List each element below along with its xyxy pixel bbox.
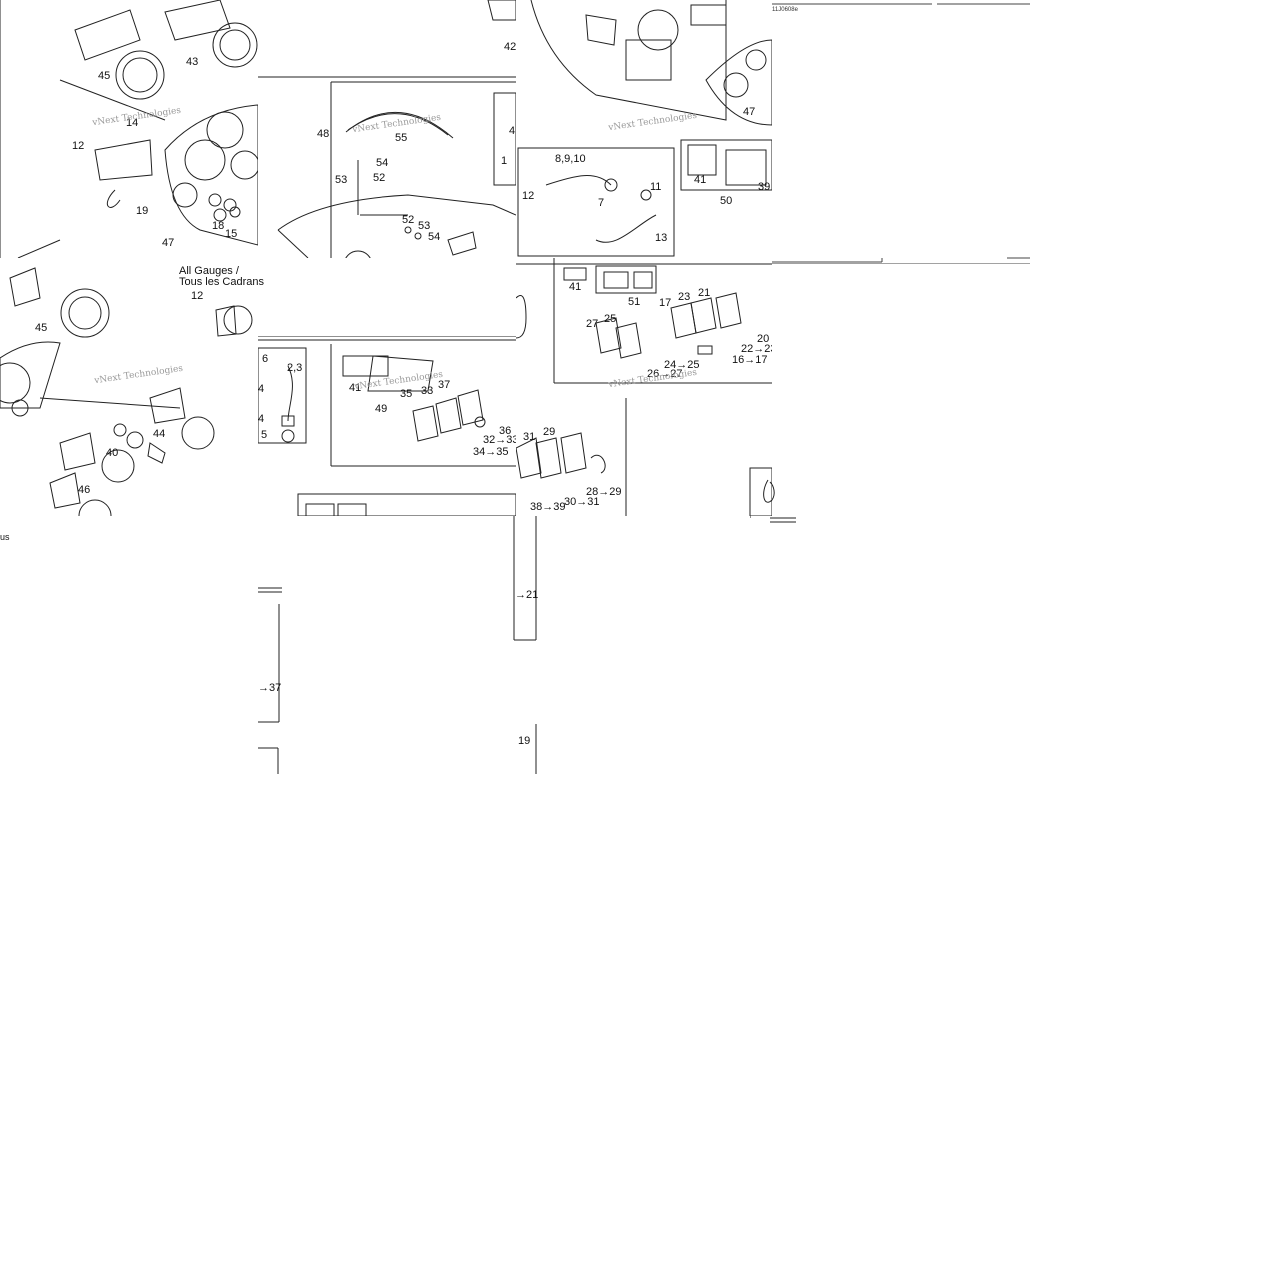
callout-ref: 12 [191, 290, 204, 302]
part-label: 38→39 [530, 501, 566, 513]
part-label: 13 [655, 232, 668, 244]
part-label: 18 [212, 220, 225, 232]
clip-fragment-drawing [750, 468, 796, 523]
lower-fragments-drawing [258, 516, 537, 774]
part-label: 42 [504, 41, 516, 53]
diagram-tile-gauges-left: 45 43 14 12 19 47 18 15 vNext Technologi… [0, 0, 258, 258]
callout-line-2: Tous les Cadrans [179, 276, 264, 288]
part-label: 47 [743, 106, 756, 118]
part-label: 4 [258, 413, 265, 425]
part-label: 15 [225, 228, 238, 240]
part-label: 16→17 [732, 354, 768, 366]
part-label: 5 [261, 429, 268, 441]
diagram-tile-console: 8,9,10 12 7 11 13 47 41 39 50 vNext Tech… [516, 0, 772, 258]
part-label: 53 [418, 220, 431, 232]
part-label: 33 [421, 385, 434, 397]
part-label: 39 [758, 181, 771, 193]
drawing-code: 11J0608e [772, 7, 798, 13]
part-label: 14 [126, 117, 139, 129]
diagram-tile-code-strip: 11J0608e [772, 0, 1030, 264]
part-label: 45 [35, 322, 48, 334]
part-label: 34→35 [473, 446, 509, 458]
part-label: 47 [162, 237, 175, 249]
part-label: 21 [698, 287, 711, 299]
part-label: 2,3 [287, 362, 303, 374]
part-label: 40 [106, 447, 119, 459]
cover-drawing [258, 0, 516, 258]
gauges-mid-drawing [0, 267, 215, 516]
part-label: →37 [258, 682, 282, 694]
part-label: 41 [569, 281, 582, 293]
diagram-tile-gauges-mid: 45 40 44 46 vNext Technologies [0, 258, 258, 516]
part-label: 51 [628, 296, 641, 308]
gauges-drawing [0, 0, 258, 258]
part-label: 19 [136, 205, 149, 217]
switches-center-drawing [258, 336, 516, 516]
part-label: 31 [523, 431, 536, 443]
part-label: 30→31 [564, 496, 600, 508]
part-label: 11 [650, 181, 662, 193]
diagram-tile-switches-right: 41 51 27 25 17 23 21 20 22→23 16→17 24→2… [516, 258, 772, 516]
part-label: 25 [604, 313, 617, 325]
part-label: 24→25 [664, 359, 700, 371]
part-label: 50 [720, 195, 733, 207]
part-label: 46 [78, 484, 91, 496]
part-label: 12 [72, 140, 85, 152]
part-label: →21 [515, 589, 538, 601]
part-label: 1 [501, 155, 508, 167]
part-label: 26→27 [647, 368, 683, 380]
part-label: 12 [522, 190, 535, 202]
part-label: 52 [373, 172, 386, 184]
switches-right-drawing [516, 258, 772, 516]
part-label: 41 [694, 174, 707, 186]
part-label: 52 [402, 214, 415, 226]
part-label: 17 [659, 297, 672, 309]
part-label: 48 [317, 128, 330, 140]
part-label: 28→29 [586, 486, 622, 498]
part-label: 20 [757, 333, 770, 345]
part-label: 53 [335, 174, 348, 186]
part-label: 37 [438, 379, 451, 391]
part-label: 4 [509, 125, 516, 137]
part-label: 43 [186, 56, 199, 68]
part-label: 32→33 [483, 434, 516, 446]
partial-label: us [0, 532, 10, 542]
part-label: 29 [543, 426, 556, 438]
part-label: 45 [98, 70, 111, 82]
part-label: 41 [349, 382, 362, 394]
part-label: 44 [153, 428, 166, 440]
part-label: 27 [586, 318, 599, 330]
part-label: 8,9,10 [555, 153, 586, 165]
diagram-tile-lower-fragments: →21 →37 19 [258, 516, 538, 774]
console-drawing [517, 0, 772, 257]
part-label: 54 [428, 231, 441, 243]
callout-line-1: All Gauges / [179, 265, 239, 277]
part-label: 49 [375, 403, 388, 415]
diagram-tile-cover: 48 55 54 53 52 52 53 54 46 42 1 4 vNext … [258, 0, 516, 258]
part-label: 55 [395, 132, 408, 144]
diagram-tile-switches-center: 6 2,3 4 4 5 41 49 35 33 37 36 32→33 34→3… [258, 336, 516, 516]
code-strip-drawing [772, 3, 1030, 264]
part-label: 22→23 [741, 343, 772, 355]
part-label: 4 [258, 383, 265, 395]
all-gauges-callout: All Gauges / Tous les Cadrans 12 [176, 262, 264, 340]
callout-gauge-drawing [215, 305, 253, 337]
part-label: 6 [262, 353, 269, 365]
part-label: 36 [499, 425, 512, 437]
part-label: 54 [376, 157, 389, 169]
part-label: 19 [518, 735, 531, 747]
part-label: 7 [598, 197, 605, 209]
part-label: 23 [678, 291, 691, 303]
part-label: 35 [400, 388, 413, 400]
